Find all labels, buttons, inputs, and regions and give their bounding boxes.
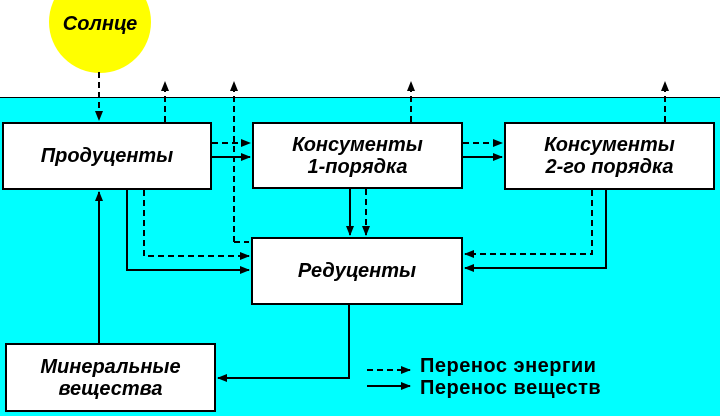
consumers-1-label-line2: 1-порядка <box>307 155 408 178</box>
producers-box: Продуценты <box>2 122 212 190</box>
consumers-2-label-line1: Консументы <box>544 134 675 156</box>
energy-consumers2-to-decomposers <box>464 190 593 258</box>
consumers-1-label-line1: Консументы <box>292 133 423 156</box>
matter-consumers2-to-decomposers <box>464 190 607 272</box>
matter-producers-to-decomposers <box>126 190 250 274</box>
sun-label: Солнце <box>62 13 138 35</box>
minerals-box: Минеральные вещества <box>5 343 216 412</box>
decomposers-box: Редуценты <box>251 237 463 305</box>
decomposers-label: Редуценты <box>297 260 417 282</box>
consumers-1-box: Консументы 1-порядка <box>252 122 463 189</box>
matter-decomposers-to-minerals <box>217 305 350 382</box>
legend-energy-label: Перенос энергии <box>420 355 597 377</box>
water-surface-line <box>0 97 720 98</box>
producers-label: Продуценты <box>40 145 174 167</box>
consumers-2-label-line2: 2-го порядка <box>545 156 674 178</box>
minerals-label-line2: вещества <box>58 377 163 400</box>
minerals-label-line1: Минеральные <box>40 355 181 378</box>
legend-matter-label: Перенос веществ <box>420 377 602 399</box>
consumers-2-box: Консументы 2-го порядка <box>504 122 715 190</box>
energy-producers-to-decomposers <box>143 190 250 260</box>
